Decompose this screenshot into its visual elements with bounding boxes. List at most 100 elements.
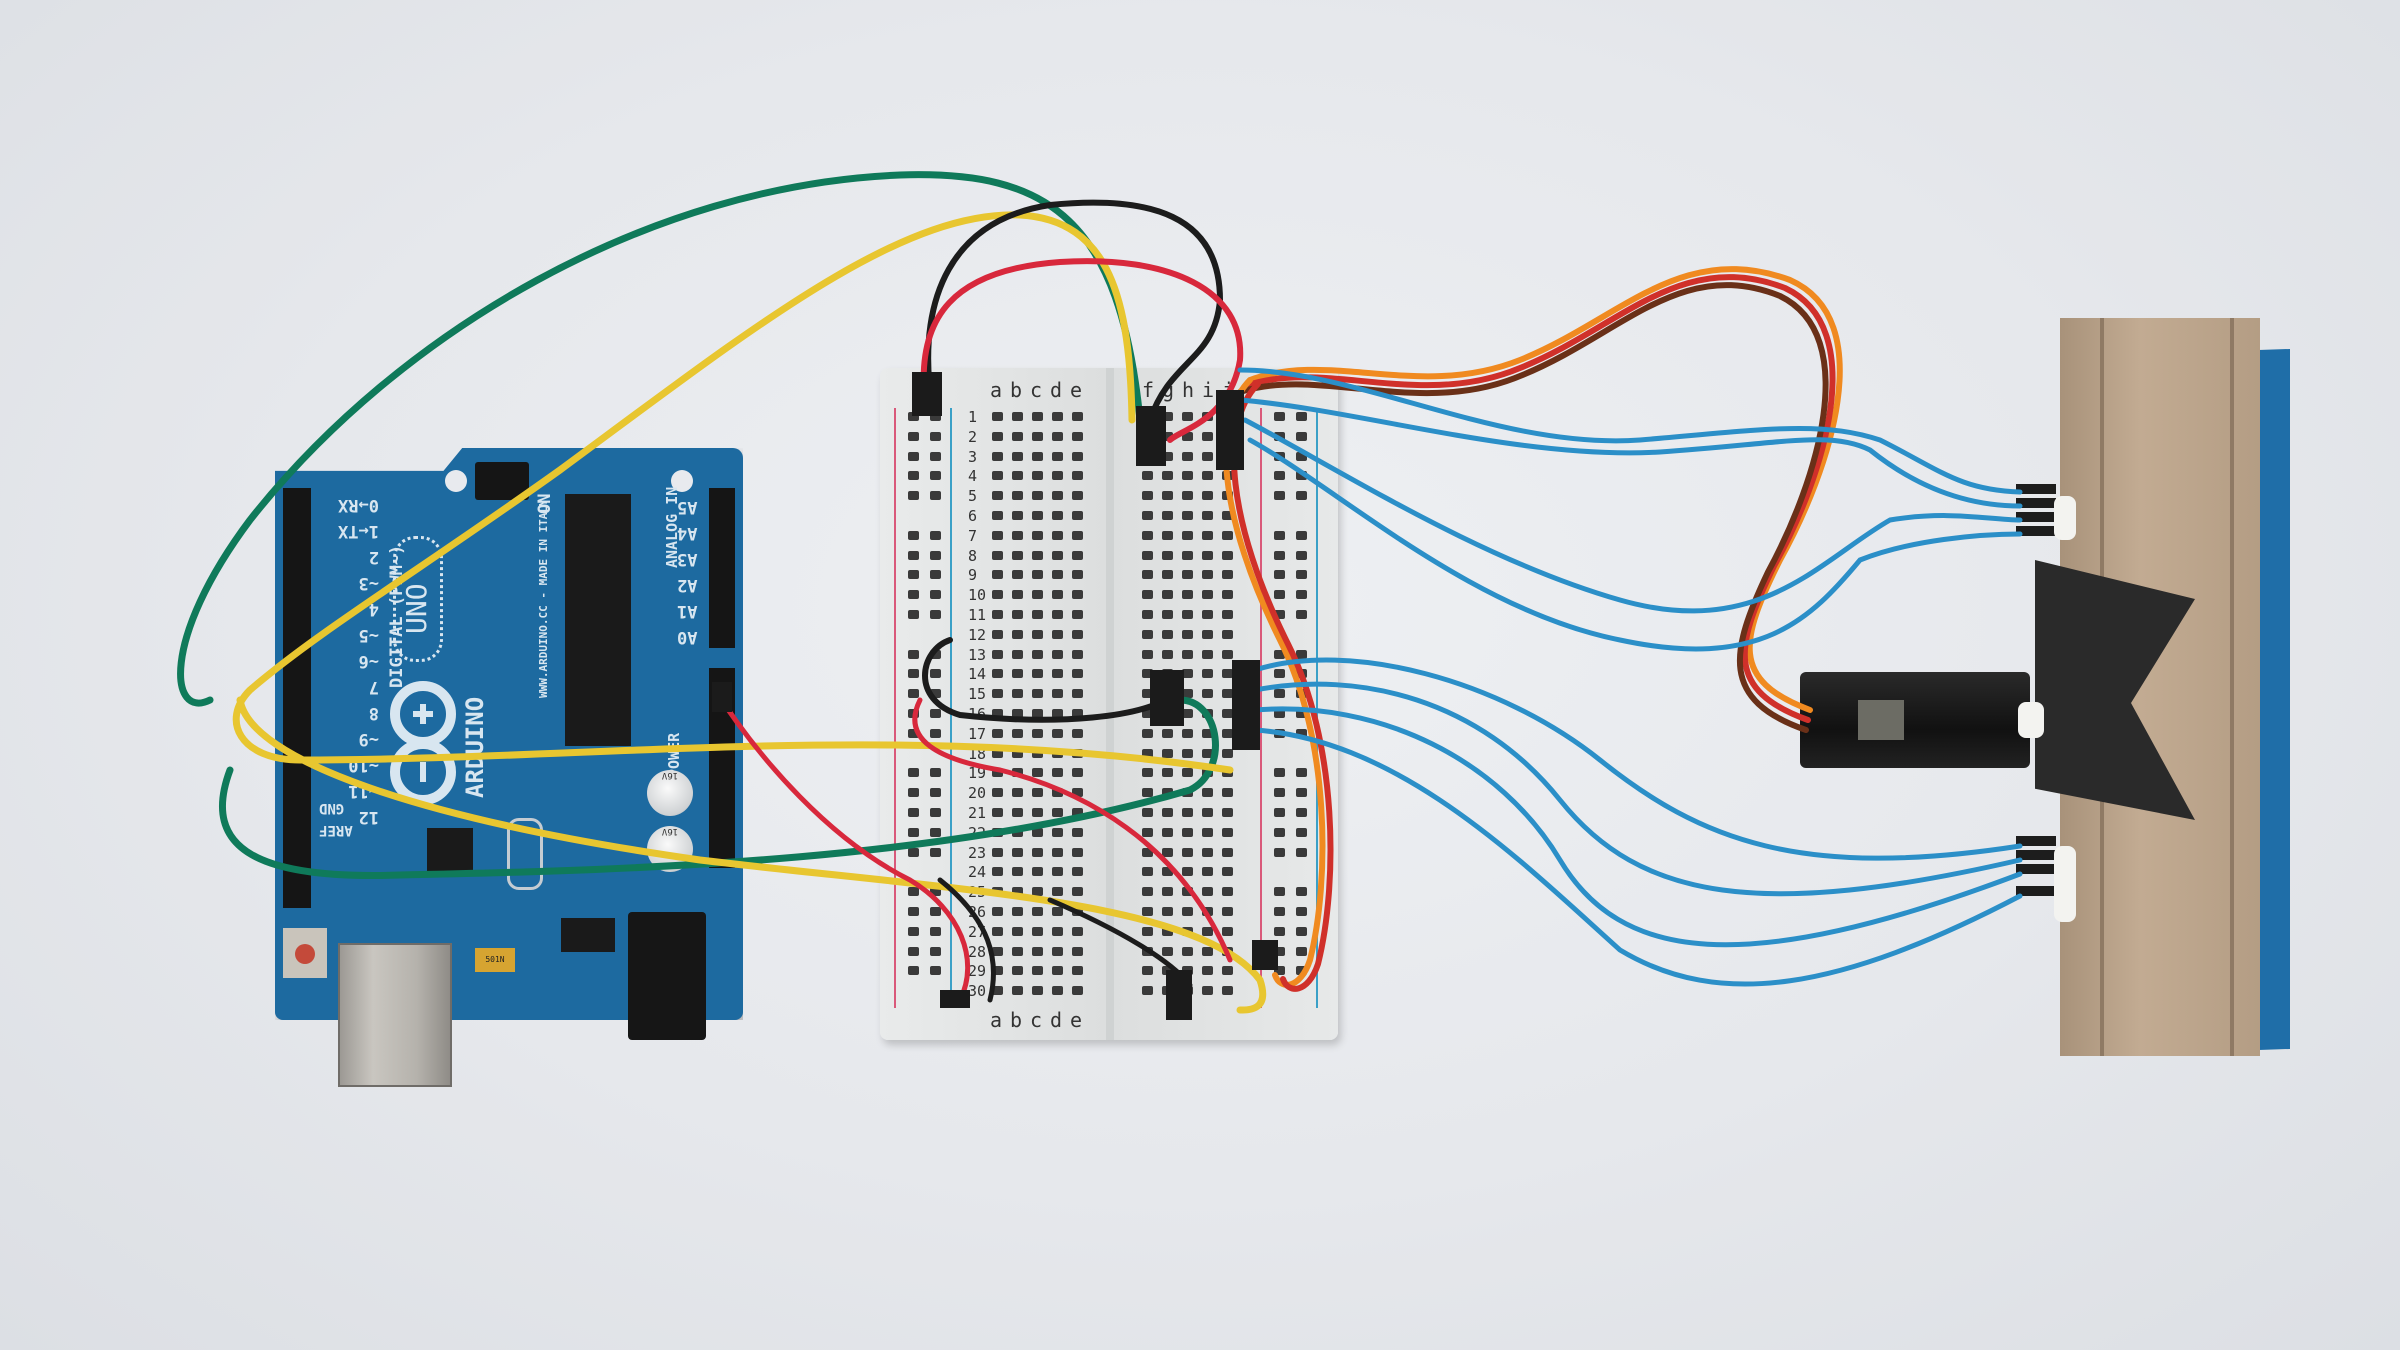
breadboard-hole[interactable] <box>1052 570 1063 580</box>
breadboard-hole[interactable] <box>1072 471 1083 481</box>
breadboard-hole[interactable] <box>1072 511 1083 520</box>
breadboard-hole[interactable] <box>1222 808 1233 817</box>
rail-hole[interactable] <box>930 610 941 619</box>
breadboard-hole[interactable] <box>992 709 1003 718</box>
rail-hole[interactable] <box>908 610 919 619</box>
breadboard-hole[interactable] <box>1012 966 1023 976</box>
breadboard-hole[interactable] <box>1222 847 1233 857</box>
breadboard-hole[interactable] <box>1072 709 1083 718</box>
breadboard-hole[interactable] <box>1182 867 1193 877</box>
breadboard-hole[interactable] <box>992 788 1003 798</box>
breadboard-hole[interactable] <box>1032 689 1043 699</box>
breadboard-hole[interactable] <box>1202 530 1213 540</box>
breadboard-hole[interactable] <box>1012 570 1023 580</box>
breadboard-hole[interactable] <box>1222 689 1233 699</box>
breadboard-hole[interactable] <box>1202 550 1213 560</box>
breadboard-hole[interactable] <box>1182 590 1193 600</box>
breadboard-hole[interactable] <box>1182 550 1193 560</box>
breadboard-hole[interactable] <box>1162 748 1173 758</box>
breadboard-hole[interactable] <box>1032 768 1043 778</box>
breadboard-hole[interactable] <box>1032 728 1043 738</box>
breadboard-hole[interactable] <box>1142 847 1153 857</box>
rail-hole[interactable] <box>1296 491 1307 501</box>
breadboard-hole[interactable] <box>1012 610 1023 619</box>
rail-hole[interactable] <box>1274 926 1285 936</box>
rail-hole[interactable] <box>930 728 941 738</box>
breadboard-hole[interactable] <box>1142 768 1153 778</box>
breadboard-hole[interactable] <box>1142 827 1153 837</box>
breadboard-hole[interactable] <box>1052 451 1063 461</box>
breadboard-hole[interactable] <box>1162 946 1173 956</box>
breadboard-hole[interactable] <box>1052 847 1063 857</box>
breadboard-hole[interactable] <box>1142 907 1153 916</box>
rail-hole[interactable] <box>930 966 941 976</box>
breadboard-hole[interactable] <box>1222 986 1233 996</box>
breadboard-hole[interactable] <box>1142 570 1153 580</box>
rail-hole[interactable] <box>908 491 919 501</box>
rail-hole[interactable] <box>908 827 919 837</box>
breadboard-hole[interactable] <box>992 550 1003 560</box>
breadboard-hole[interactable] <box>1162 808 1173 817</box>
rail-hole[interactable] <box>1296 590 1307 600</box>
breadboard-hole[interactable] <box>1072 788 1083 798</box>
breadboard-hole[interactable] <box>1182 728 1193 738</box>
breadboard-hole[interactable] <box>1162 788 1173 798</box>
breadboard-hole[interactable] <box>1032 610 1043 619</box>
rail-hole[interactable] <box>1274 570 1285 580</box>
breadboard-hole[interactable] <box>1202 827 1213 837</box>
breadboard-hole[interactable] <box>1052 827 1063 837</box>
rail-hole[interactable] <box>908 847 919 857</box>
breadboard-hole[interactable] <box>1162 629 1173 639</box>
breadboard-hole[interactable] <box>1072 570 1083 580</box>
breadboard-hole[interactable] <box>1072 986 1083 996</box>
breadboard-hole[interactable] <box>1202 451 1213 461</box>
rail-hole[interactable] <box>1296 471 1307 481</box>
breadboard-hole[interactable] <box>1142 808 1153 817</box>
breadboard-hole[interactable] <box>1182 847 1193 857</box>
breadboard-hole[interactable] <box>1222 887 1233 897</box>
breadboard-hole[interactable] <box>1052 431 1063 441</box>
breadboard-hole[interactable] <box>1162 431 1173 441</box>
rail-hole[interactable] <box>930 827 941 837</box>
breadboard-hole[interactable] <box>992 431 1003 441</box>
rail-hole[interactable] <box>930 570 941 580</box>
breadboard-hole[interactable] <box>1072 926 1083 936</box>
breadboard-hole[interactable] <box>1142 926 1153 936</box>
breadboard-hole[interactable] <box>1052 530 1063 540</box>
rail-hole[interactable] <box>908 431 919 441</box>
breadboard-hole[interactable] <box>992 748 1003 758</box>
breadboard-hole[interactable] <box>1142 530 1153 540</box>
breadboard-hole[interactable] <box>1162 491 1173 501</box>
breadboard-hole[interactable] <box>1202 728 1213 738</box>
rail-hole[interactable] <box>1274 610 1285 619</box>
rail-hole[interactable] <box>1274 491 1285 501</box>
rail-hole[interactable] <box>1274 788 1285 798</box>
breadboard-hole[interactable] <box>1182 431 1193 441</box>
breadboard-hole[interactable] <box>1072 867 1083 877</box>
breadboard-hole[interactable] <box>1052 867 1063 877</box>
breadboard-hole[interactable] <box>1032 887 1043 897</box>
rail-hole[interactable] <box>1296 412 1307 421</box>
breadboard-hole[interactable] <box>992 689 1003 699</box>
breadboard-hole[interactable] <box>1052 907 1063 916</box>
breadboard-hole[interactable] <box>1052 709 1063 718</box>
breadboard-hole[interactable] <box>1162 649 1173 659</box>
breadboard-hole[interactable] <box>1202 788 1213 798</box>
breadboard-hole[interactable] <box>1012 412 1023 421</box>
breadboard-hole[interactable] <box>1142 966 1153 976</box>
breadboard-hole[interactable] <box>1162 511 1173 520</box>
breadboard-hole[interactable] <box>1052 887 1063 897</box>
breadboard-hole[interactable] <box>1032 827 1043 837</box>
breadboard-hole[interactable] <box>1162 471 1173 481</box>
breadboard-hole[interactable] <box>1072 728 1083 738</box>
breadboard-hole[interactable] <box>1202 966 1213 976</box>
breadboard-hole[interactable] <box>1182 669 1193 679</box>
breadboard-hole[interactable] <box>1142 649 1153 659</box>
breadboard-hole[interactable] <box>1202 669 1213 679</box>
rail-hole[interactable] <box>1274 887 1285 897</box>
rail-hole[interactable] <box>908 907 919 916</box>
breadboard-hole[interactable] <box>1142 728 1153 738</box>
breadboard-hole[interactable] <box>1012 451 1023 461</box>
rail-hole[interactable] <box>1296 451 1307 461</box>
breadboard-hole[interactable] <box>1012 808 1023 817</box>
